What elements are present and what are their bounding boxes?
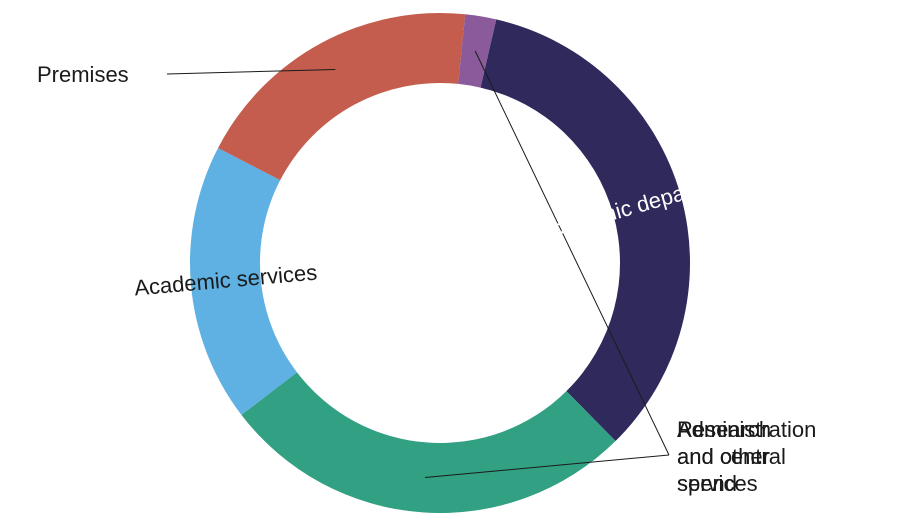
slice-premises: [218, 12, 466, 181]
slice-academic-departments: [480, 19, 691, 442]
leader-administration-and-central-services: [424, 454, 670, 478]
label-premises: Premises: [37, 62, 129, 87]
slice-research-and-other-spend: [458, 14, 497, 88]
donut-slices: [190, 12, 691, 513]
leader-lines: [166, 50, 670, 478]
slice-administration-and-central-services: [241, 372, 616, 513]
leader-research-and-other-spend: [474, 50, 670, 456]
leader-premises: [166, 68, 336, 75]
slice-academic-services: [190, 147, 298, 415]
